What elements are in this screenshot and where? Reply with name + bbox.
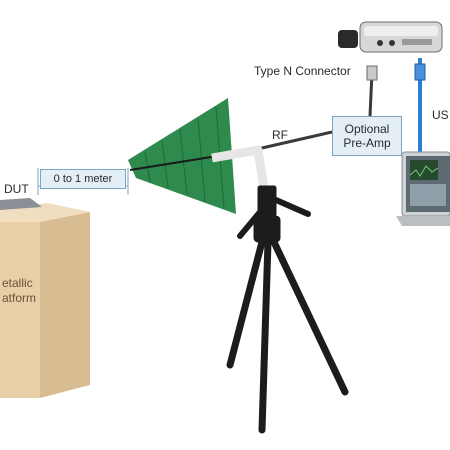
antenna-mount <box>211 145 269 189</box>
platform-label-line2: atform <box>2 291 37 305</box>
usb-label: US <box>432 108 449 122</box>
optional-preamp-box: Optional Pre-Amp <box>332 116 402 156</box>
log-periodic-antenna-icon <box>128 98 236 214</box>
platform-label-line1: etallic <box>2 276 33 290</box>
usb-connector-icon <box>414 63 426 81</box>
rf-label: RF <box>272 128 288 142</box>
platform-box <box>0 203 90 398</box>
tripod-icon <box>226 185 349 434</box>
type-n-connector-icon <box>366 65 378 81</box>
dut-label: DUT <box>4 182 29 196</box>
dut-device <box>0 198 42 210</box>
laptop-icon <box>396 151 450 226</box>
preamp-label-line1: Optional <box>344 122 390 136</box>
type-n-connector-label: Type N Connector <box>254 64 351 78</box>
distance-label: 0 to 1 meter <box>40 169 126 189</box>
preamp-label-line2: Pre-Amp <box>343 136 391 150</box>
spectrum-analyzer-icon <box>338 21 443 53</box>
